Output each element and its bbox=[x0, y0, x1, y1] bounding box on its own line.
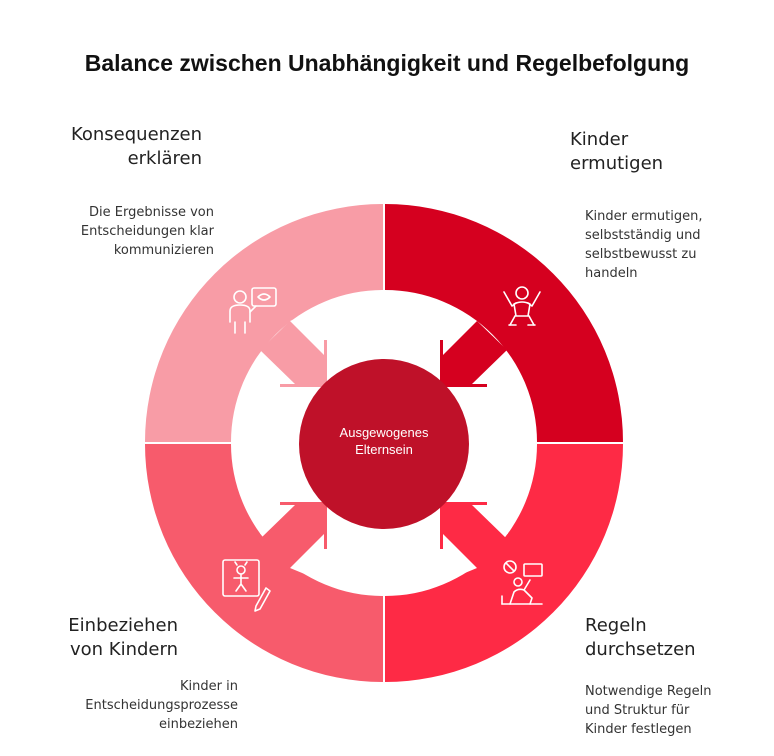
center-label-line1: Ausgewogenes bbox=[339, 425, 429, 440]
quadrant-top-left bbox=[145, 204, 383, 442]
desc-kinder-ermutigen: Kinder ermutigen, selbstständig und selb… bbox=[585, 207, 765, 283]
title-line: Kinder bbox=[570, 129, 629, 150]
arrow-top-right bbox=[440, 321, 507, 387]
desc-line: Kinder festlegen bbox=[585, 722, 692, 737]
desc-line: Kinder in bbox=[180, 679, 238, 694]
desc-line: selbstständig und bbox=[585, 228, 701, 243]
desc-line: selbstbewusst zu bbox=[585, 247, 697, 262]
title-einbeziehen: Einbeziehen von Kindern bbox=[20, 614, 178, 662]
title-line: ermutigen bbox=[570, 153, 664, 174]
title-line: durchsetzen bbox=[585, 639, 696, 660]
desc-line: Entscheidungsprozesse bbox=[85, 698, 238, 713]
rule-sign-icon bbox=[501, 560, 543, 605]
title-konsequenzen: Konsequenzen erklären bbox=[40, 123, 202, 171]
desc-line: Die Ergebnisse von bbox=[89, 205, 214, 220]
child-drawing-icon bbox=[222, 559, 271, 612]
title-line: Regeln bbox=[585, 615, 647, 636]
teacher-explaining-icon bbox=[229, 287, 277, 334]
desc-line: einbeziehen bbox=[158, 717, 238, 732]
quadrant-top-right bbox=[385, 204, 623, 442]
desc-line: handeln bbox=[585, 266, 638, 281]
desc-line: Notwendige Regeln bbox=[585, 684, 712, 699]
title-line: Konsequenzen bbox=[70, 124, 202, 145]
title-line: erklären bbox=[127, 148, 202, 169]
desc-einbeziehen: Kinder in Entscheidungsprozesse einbezie… bbox=[20, 677, 238, 734]
title-line: von Kindern bbox=[70, 639, 178, 660]
desc-line: Entscheidungen klar bbox=[80, 224, 214, 239]
arrow-bottom-left bbox=[260, 502, 327, 568]
center-label-line2: Elternsein bbox=[355, 442, 413, 457]
title-line: Einbeziehen bbox=[68, 615, 178, 636]
desc-line: Kinder ermutigen, bbox=[585, 209, 703, 224]
desc-line: und Struktur für bbox=[585, 703, 690, 718]
arrow-top-left bbox=[260, 321, 327, 387]
desc-konsequenzen: Die Ergebnisse von Entscheidungen klar k… bbox=[40, 203, 214, 260]
quadrant-bottom-right bbox=[385, 444, 623, 682]
arrow-bottom-right bbox=[440, 502, 507, 568]
cheering-child-icon bbox=[503, 286, 541, 326]
diagram-title: Balance zwischen Unabhängigkeit und Rege… bbox=[84, 50, 690, 76]
title-kinder-ermutigen: Kinder ermutigen bbox=[570, 128, 750, 176]
desc-line: kommunizieren bbox=[113, 243, 214, 258]
desc-regeln-durchsetzen: Notwendige Regeln und Struktur für Kinde… bbox=[585, 682, 765, 739]
quadrant-bottom-left bbox=[145, 444, 383, 682]
center-label: Ausgewogenes Elternsein bbox=[296, 424, 472, 458]
center-circle bbox=[299, 359, 469, 529]
title-regeln-durchsetzen: Regeln durchsetzen bbox=[585, 614, 765, 662]
